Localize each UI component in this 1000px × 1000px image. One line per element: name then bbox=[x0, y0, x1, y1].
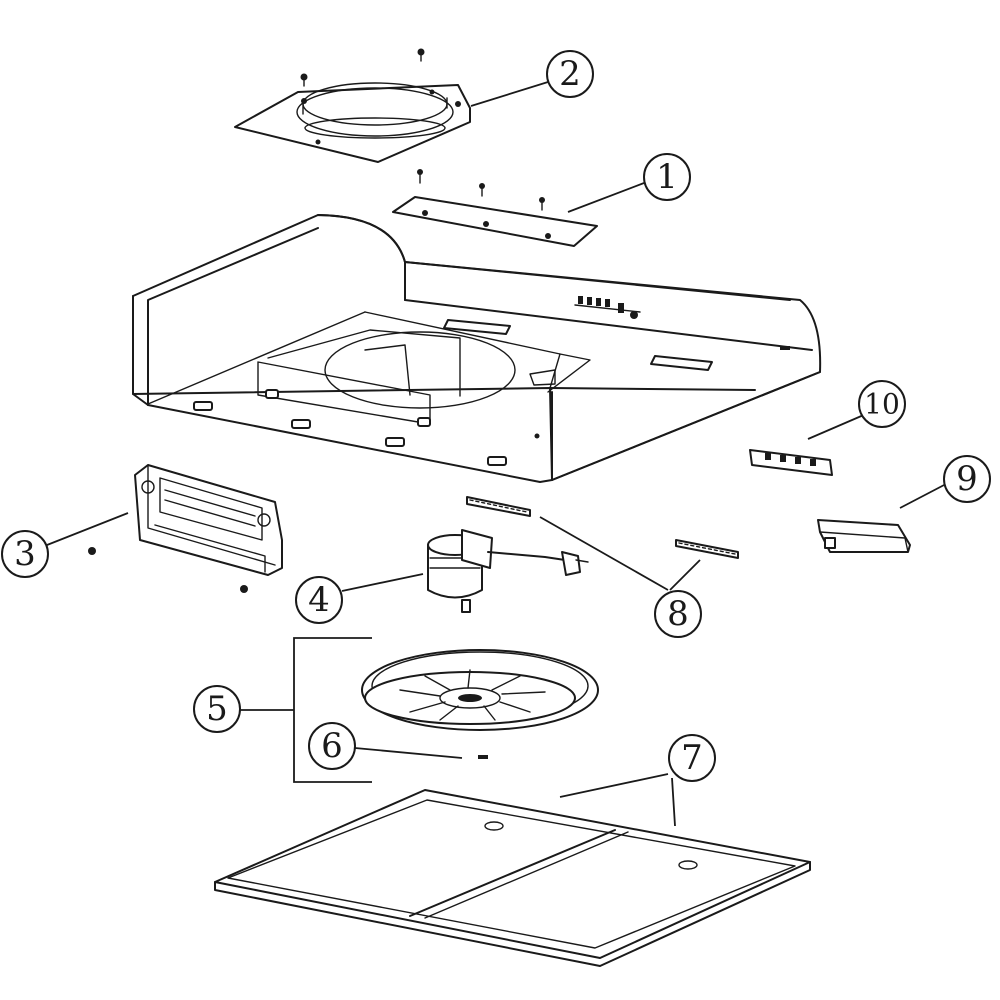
range-hood-body bbox=[132, 214, 822, 483]
duct-adapter-plate bbox=[234, 48, 471, 163]
callout-3: 3 bbox=[1, 530, 49, 578]
light-clip bbox=[675, 539, 739, 559]
callout-9: 9 bbox=[943, 455, 991, 503]
callout-1: 1 bbox=[643, 153, 691, 201]
callout-3-label: 3 bbox=[14, 534, 36, 574]
screw-icon bbox=[417, 48, 425, 62]
callout-2: 2 bbox=[546, 50, 594, 98]
callout-2-label: 2 bbox=[559, 54, 581, 94]
switch-board bbox=[749, 449, 833, 476]
fan-blade bbox=[361, 649, 599, 731]
callout-7: 7 bbox=[668, 734, 716, 782]
callout-7-label: 7 bbox=[681, 738, 703, 778]
junction-box bbox=[817, 519, 911, 553]
screw-icon bbox=[417, 169, 423, 184]
mounting-bracket bbox=[392, 169, 598, 247]
callout-5: 5 bbox=[193, 685, 241, 733]
screw-icon bbox=[539, 197, 545, 211]
screw-icon bbox=[300, 73, 308, 87]
light-clip bbox=[466, 496, 531, 517]
callout-6-label: 6 bbox=[321, 726, 343, 766]
leader-lines bbox=[46, 81, 947, 827]
callout-8-label: 8 bbox=[667, 594, 689, 634]
callout-8: 8 bbox=[654, 590, 702, 638]
grease-filter bbox=[214, 789, 811, 967]
callout-6: 6 bbox=[308, 722, 356, 770]
callout-5-label: 5 bbox=[206, 689, 228, 729]
control-panel bbox=[574, 296, 641, 319]
callout-4: 4 bbox=[295, 576, 343, 624]
set-screw bbox=[478, 755, 488, 759]
blower-motor bbox=[427, 529, 589, 613]
callout-10-label: 10 bbox=[864, 388, 900, 421]
screw-icon bbox=[479, 183, 485, 197]
callout-1-label: 1 bbox=[656, 157, 678, 197]
callout-10: 10 bbox=[858, 380, 906, 428]
callout-4-label: 4 bbox=[308, 580, 330, 620]
light-housing bbox=[88, 464, 283, 593]
callout-9-label: 9 bbox=[956, 459, 978, 499]
